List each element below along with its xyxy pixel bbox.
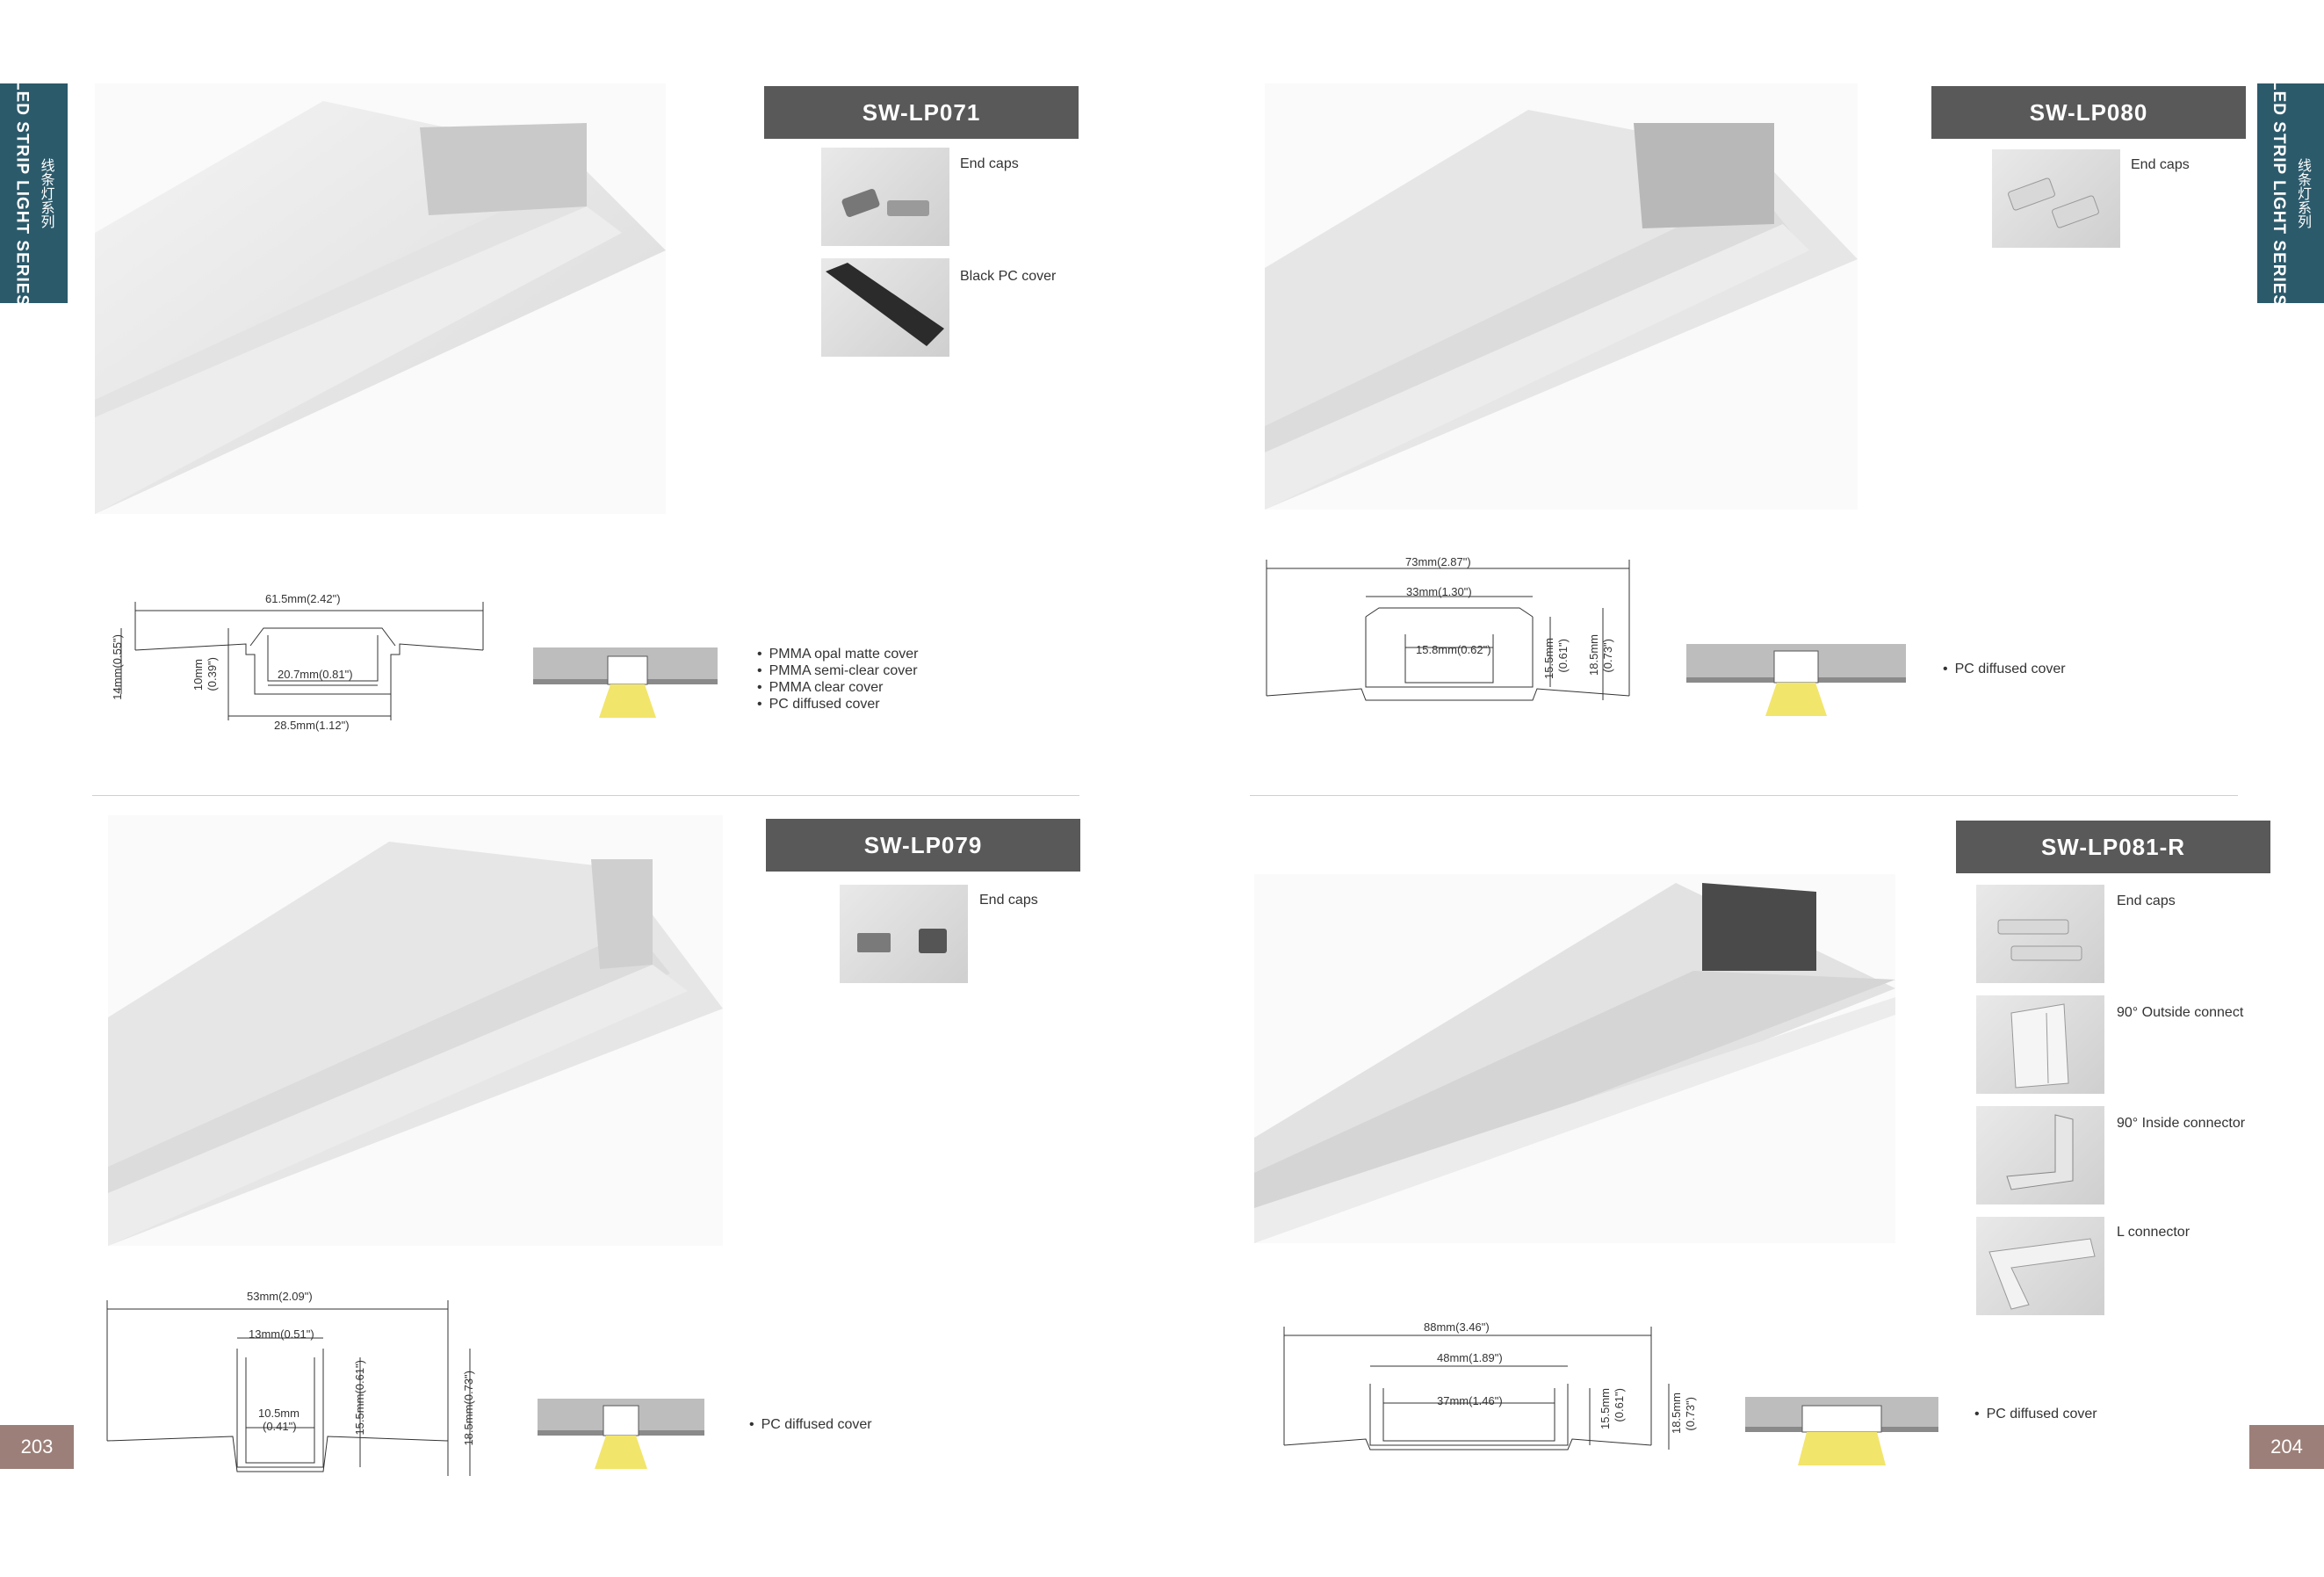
- cover-option: PC diffused cover: [749, 1416, 872, 1433]
- cover-options-lp080: PC diffused cover: [1943, 661, 2066, 677]
- end-caps-thumb: [821, 148, 949, 246]
- cover-option: PMMA clear cover: [757, 679, 918, 696]
- side-tab-title: LED STRIP LIGHT SERIES: [2270, 79, 2288, 307]
- dim-inner-height-in: (0.61"): [1613, 1388, 1626, 1422]
- page-number-right: 204: [2249, 1425, 2324, 1469]
- side-tab-subtitle: 线条灯系列: [38, 158, 54, 228]
- dim-inner-width: 37mm(1.46"): [1437, 1394, 1503, 1407]
- cover-option: PC diffused cover: [757, 696, 918, 713]
- accessory-label: 90° Inside connector: [2117, 1116, 2246, 1131]
- end-caps-thumb: [840, 885, 968, 983]
- model-title-lp081r: SW-LP081-R: [1956, 821, 2270, 873]
- accessory-label: End caps: [2117, 893, 2176, 908]
- cover-options-lp081r: PC diffused cover: [1974, 1406, 2097, 1422]
- profile-drawing-lp081r: [1282, 1322, 1704, 1463]
- dim-inner-height: 15.5mm(0.61"): [353, 1360, 366, 1436]
- dim-height: 18.5mm(0.73"): [462, 1371, 475, 1446]
- dim-width: 61.5mm(2.42"): [265, 592, 341, 605]
- section-divider-left: [92, 795, 1079, 796]
- accessory-label: 90° Outside connect: [2117, 1005, 2244, 1020]
- dim-inner-width: 15.8mm(0.62"): [1416, 643, 1491, 656]
- profile-drawing-lp071: [114, 593, 492, 742]
- dim-inner-height: 15.5mm: [1542, 638, 1555, 679]
- dim-inner-width-in: (0.41"): [263, 1420, 297, 1433]
- end-caps-thumb: [1976, 885, 2104, 983]
- dim-inner-height-in: (0.61"): [1556, 639, 1570, 673]
- model-title-lp079: SW-LP079: [766, 819, 1080, 872]
- dim-inner-width: 10.5mm: [258, 1407, 300, 1420]
- accessory-label: L connector: [2117, 1225, 2190, 1240]
- dim-height: 18.5mm: [1670, 1393, 1683, 1434]
- product-render-lp071: [95, 83, 666, 514]
- dim-width: 73mm(2.87"): [1405, 555, 1471, 568]
- page-number-left: 203: [0, 1425, 74, 1469]
- cover-option: PC diffused cover: [1974, 1406, 2097, 1422]
- model-title-lp080: SW-LP080: [1931, 86, 2246, 139]
- section-divider-right: [1250, 795, 2238, 796]
- installation-diagram-lp081r: [1745, 1397, 1938, 1465]
- installation-diagram-lp080: [1686, 644, 1906, 716]
- dim-base-width: 28.5mm(1.12"): [274, 719, 350, 732]
- dim-width: 53mm(2.09"): [247, 1290, 313, 1303]
- black-pc-cover-thumb: [821, 258, 949, 357]
- profile-drawing-lp080: [1265, 555, 1638, 713]
- cover-options-lp079: PC diffused cover: [749, 1416, 872, 1433]
- dim-inner-height: 15.5mm: [1599, 1388, 1612, 1429]
- accessory-label: End caps: [960, 156, 1019, 171]
- accessory-label: Black PC cover: [960, 269, 1057, 284]
- cover-options-lp071: PMMA opal matte cover PMMA semi-clear co…: [757, 646, 919, 713]
- dim-height-in: (0.73"): [1601, 639, 1614, 673]
- profile-drawing-lp079: [105, 1296, 483, 1476]
- side-tab-right: LED STRIP LIGHT SERIES 线条灯系列: [2257, 80, 2324, 307]
- model-title-lp071: SW-LP071: [764, 86, 1079, 139]
- product-render-lp080: [1265, 83, 1858, 510]
- cover-option: PMMA semi-clear cover: [757, 662, 918, 679]
- dim-inner-height-in: (0.39"): [206, 657, 219, 691]
- dim-channel-width: 48mm(1.89"): [1437, 1351, 1503, 1364]
- installation-diagram-lp071: [533, 647, 718, 718]
- cover-option: PMMA opal matte cover: [757, 646, 919, 662]
- end-caps-thumb: [1992, 149, 2120, 248]
- outside-connector-thumb: [1976, 995, 2104, 1094]
- dim-height: 14mm(0.55"): [111, 634, 124, 700]
- product-render-lp079: [108, 815, 723, 1246]
- installation-diagram-lp079: [538, 1399, 704, 1469]
- dim-inner-height: 10mm: [191, 659, 205, 691]
- dim-width: 88mm(3.46"): [1424, 1320, 1490, 1334]
- side-tab-title: LED STRIP LIGHT SERIES: [12, 79, 32, 307]
- side-tab-left: LED STRIP LIGHT SERIES 线条灯系列: [0, 80, 68, 307]
- accessory-label: End caps: [2131, 157, 2190, 172]
- dim-channel-width: 13mm(0.51"): [249, 1327, 314, 1341]
- accessory-label: End caps: [979, 893, 1038, 908]
- side-tab-subtitle: 线条灯系列: [2295, 158, 2310, 228]
- dim-inner-width: 20.7mm(0.81"): [278, 668, 353, 681]
- product-render-lp081r: [1254, 874, 1895, 1243]
- inside-connector-thumb: [1976, 1106, 2104, 1204]
- dim-height: 18.5mm: [1587, 634, 1600, 676]
- cover-option: PC diffused cover: [1943, 661, 2066, 677]
- dim-channel-width: 33mm(1.30"): [1406, 585, 1472, 598]
- l-connector-thumb: [1976, 1217, 2104, 1315]
- dim-height-in: (0.73"): [1684, 1397, 1697, 1431]
